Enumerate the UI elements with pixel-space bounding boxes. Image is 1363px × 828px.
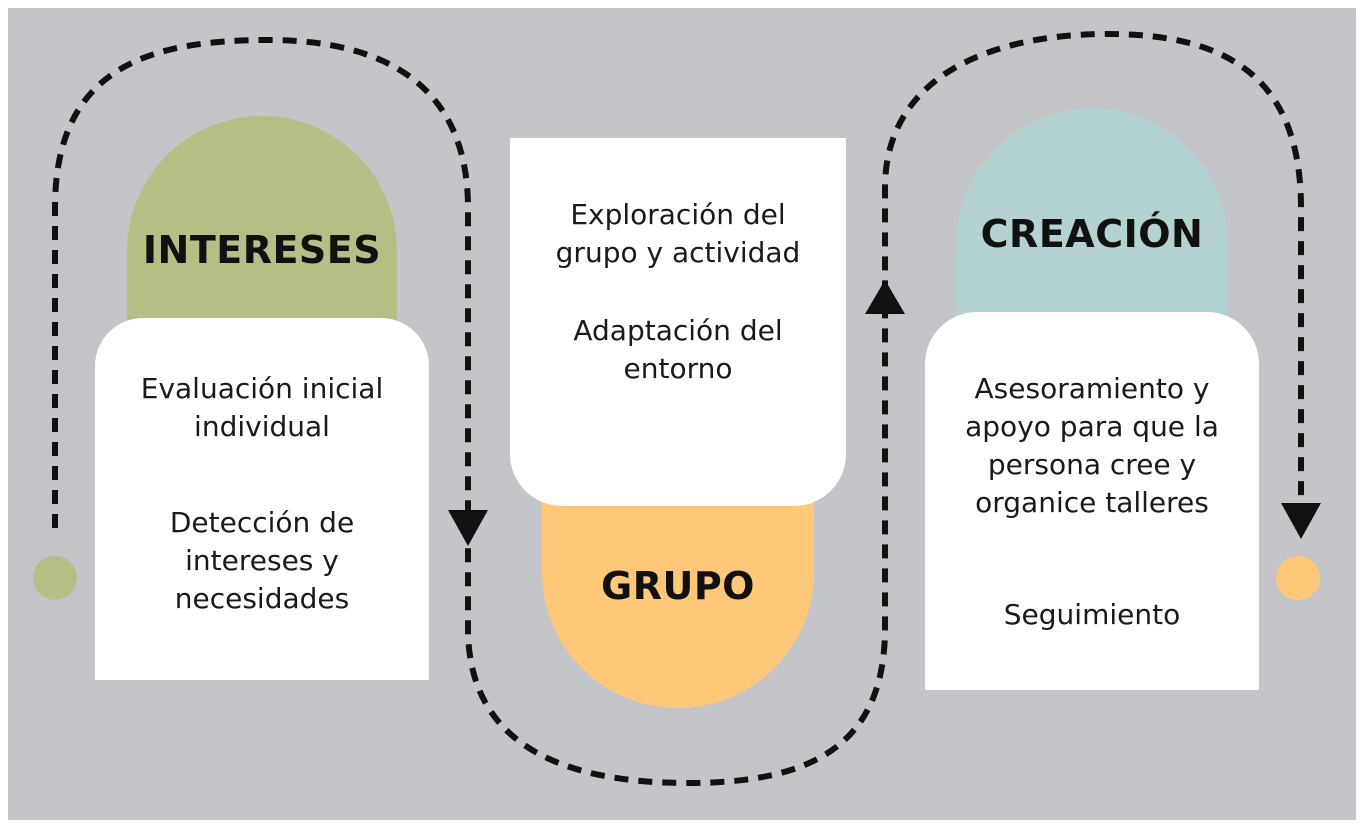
process-path [33,30,1321,787]
arrow-down-icon [448,510,488,546]
stage-creacion-box: Asesoramiento y apoyo para que la person… [925,312,1259,690]
start-dot-icon [33,556,77,600]
dashed-connector-path [52,30,1304,787]
stage-intereses-title: INTERESES [142,228,382,272]
stage-item: Asesoramiento y apoyo para que la person… [965,372,1219,519]
end-dot-icon [1276,556,1320,600]
stage-item: Seguimiento [1003,598,1181,631]
stage-grupo-title: GRUPO [601,564,755,608]
arrow-up-icon [865,280,905,314]
stage-item: Adaptación del entorno [573,314,783,385]
stage-item: Exploración del grupo y actividad [555,198,801,269]
process-diagram: INTERESES Evaluación inicial individual … [8,8,1356,820]
stage-creacion-title: CREACIÓN [980,212,1204,256]
stage-item: Evaluación inicial individual [140,372,384,443]
stage-grupo-box: Exploración del grupo y actividad Adapta… [510,138,846,506]
arrow-down-icon [1281,503,1321,539]
stage-item: Detección de intereses y necesidades [169,506,355,615]
stage-intereses-box: Evaluación inicial individual Detección … [95,318,429,680]
